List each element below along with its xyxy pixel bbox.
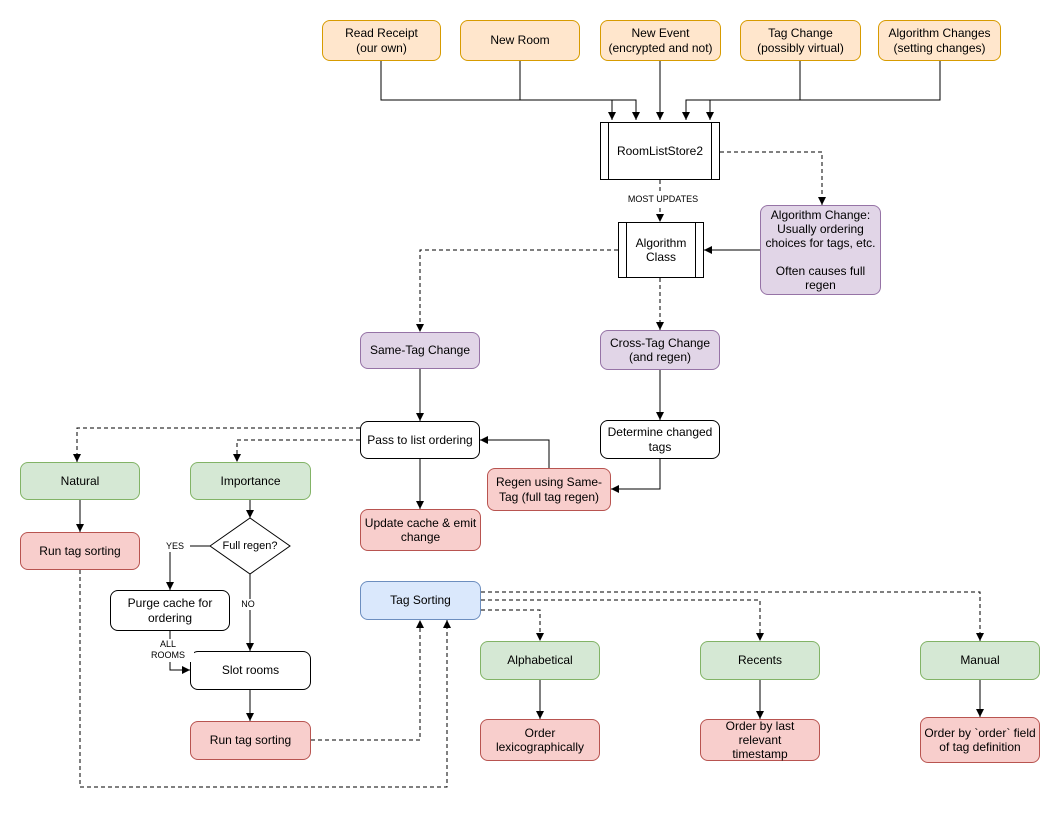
edge-tag-sorting-to-manual bbox=[481, 591, 984, 641]
node-tag-change-label: Tag Change (possibly virtual) bbox=[757, 26, 844, 55]
node-same-tag-change-label: Same-Tag Change bbox=[369, 343, 471, 358]
node-importance-label: Importance bbox=[220, 473, 281, 488]
edge-determine-tags-to-regen-same-tag bbox=[611, 459, 661, 493]
node-full-regen-label: Full regen? bbox=[222, 540, 278, 552]
node-alphabetical-label: Alphabetical bbox=[507, 653, 573, 668]
node-run-tag-sorting-1: Run tag sorting bbox=[20, 532, 140, 570]
node-order-lexicographically-label: Order lexicographically bbox=[495, 725, 585, 754]
node-importance: Importance bbox=[190, 462, 311, 500]
edge-label-yes: YES bbox=[160, 541, 190, 553]
edge-tag-sorting-to-recents bbox=[481, 599, 764, 641]
node-order-by-field-label: Order by `order` field of tag definition bbox=[924, 725, 1036, 754]
node-natural-label: Natural bbox=[60, 473, 100, 488]
node-update-cache-label: Update cache & emit change bbox=[364, 515, 477, 544]
edge-algorithm-class-to-same-tag bbox=[416, 249, 618, 332]
node-cross-tag-change-label: Cross-Tag Change (and regen) bbox=[609, 335, 711, 364]
edge-new-room-to-roomliststore2 bbox=[519, 61, 640, 120]
node-determine-changed-tags-label: Determine changed tags bbox=[607, 425, 713, 454]
node-same-tag-change: Same-Tag Change bbox=[360, 332, 480, 369]
node-run-tag-sorting-1-label: Run tag sorting bbox=[39, 543, 121, 558]
node-algorithm-class: Algorithm Class bbox=[618, 222, 704, 278]
edge-tag-sorting-to-alphabetical bbox=[481, 609, 544, 641]
node-purge-cache: Purge cache for ordering bbox=[110, 590, 230, 631]
node-natural: Natural bbox=[20, 462, 140, 500]
edge-regen-same-tag-to-pass-to-list-ordering bbox=[480, 436, 550, 468]
node-recents: Recents bbox=[700, 641, 820, 680]
node-tag-sorting: Tag Sorting bbox=[360, 581, 481, 620]
node-tag-change: Tag Change (possibly virtual) bbox=[740, 20, 861, 61]
node-slot-rooms: Slot rooms bbox=[190, 651, 311, 690]
node-order-lexicographically: Order lexicographically bbox=[480, 719, 600, 761]
node-new-event-label: New Event (encrypted and not) bbox=[608, 26, 713, 55]
node-pass-to-list-ordering-label: Pass to list ordering bbox=[367, 432, 473, 447]
edge-run-tag-sorting-2-to-tag-sorting bbox=[311, 620, 424, 741]
edge-label-most-updates: MOST UPDATES bbox=[615, 194, 711, 206]
node-read-receipt: Read Receipt (our own) bbox=[322, 20, 441, 61]
node-run-tag-sorting-2: Run tag sorting bbox=[190, 721, 311, 760]
node-manual: Manual bbox=[920, 641, 1040, 680]
node-algorithm-class-label: Algorithm Class bbox=[635, 235, 687, 264]
node-alphabetical: Alphabetical bbox=[480, 641, 600, 680]
node-determine-changed-tags: Determine changed tags bbox=[600, 420, 720, 459]
edge-full-regen-yes-to-purge-cache bbox=[166, 545, 210, 590]
node-new-room-label: New Room bbox=[490, 33, 550, 48]
node-slot-rooms-label: Slot rooms bbox=[221, 663, 280, 678]
node-algorithm-change-note-label: Algorithm Change: Usually ordering choic… bbox=[765, 207, 876, 293]
node-regen-same-tag-label: Regen using Same- Tag (full tag regen) bbox=[495, 475, 603, 504]
node-update-cache: Update cache & emit change bbox=[360, 509, 481, 551]
edge-tag-change-to-roomliststore2 bbox=[682, 61, 801, 120]
node-cross-tag-change: Cross-Tag Change (and regen) bbox=[600, 330, 720, 370]
edge-roomliststore2-to-algorithm-change-note bbox=[720, 151, 826, 205]
node-run-tag-sorting-2-label: Run tag sorting bbox=[209, 733, 292, 748]
node-order-by-field: Order by `order` field of tag definition bbox=[920, 717, 1040, 763]
node-pass-to-list-ordering: Pass to list ordering bbox=[360, 421, 480, 459]
node-new-event: New Event (encrypted and not) bbox=[600, 20, 721, 61]
node-recents-label: Recents bbox=[737, 653, 783, 668]
node-order-by-timestamp: Order by last relevant timestamp bbox=[700, 719, 820, 761]
node-purge-cache-label: Purge cache for ordering bbox=[127, 596, 213, 625]
node-manual-label: Manual bbox=[960, 653, 1000, 668]
edge-read-receipt-to-roomliststore2 bbox=[380, 61, 616, 120]
node-read-receipt-label: Read Receipt (our own) bbox=[345, 26, 418, 55]
edge-label-all-rooms: ALL ROOMS bbox=[142, 639, 194, 662]
full-regen-diamond-shape bbox=[209, 517, 291, 575]
node-roomliststore2-label: RoomListStore2 bbox=[616, 143, 704, 158]
edge-pass-ordering-to-importance bbox=[233, 439, 360, 462]
edge-algorithm-changes-to-roomliststore2 bbox=[706, 61, 941, 120]
node-algorithm-change-note: Algorithm Change: Usually ordering choic… bbox=[760, 205, 881, 295]
edge-pass-ordering-to-natural bbox=[73, 427, 360, 462]
node-full-regen-decision: Full regen? bbox=[210, 518, 290, 574]
edge-label-no: NO bbox=[233, 599, 263, 611]
node-algorithm-changes-label: Algorithm Changes (setting changes) bbox=[888, 26, 991, 55]
node-algorithm-changes: Algorithm Changes (setting changes) bbox=[878, 20, 1001, 61]
node-new-room: New Room bbox=[460, 20, 580, 61]
node-roomliststore2: RoomListStore2 bbox=[600, 122, 720, 180]
node-regen-same-tag: Regen using Same- Tag (full tag regen) bbox=[487, 468, 611, 511]
node-tag-sorting-label: Tag Sorting bbox=[390, 593, 451, 608]
edge-run-tag-sorting-1-to-tag-sorting bbox=[79, 570, 451, 788]
node-order-by-timestamp-label: Order by last relevant timestamp bbox=[725, 718, 795, 762]
